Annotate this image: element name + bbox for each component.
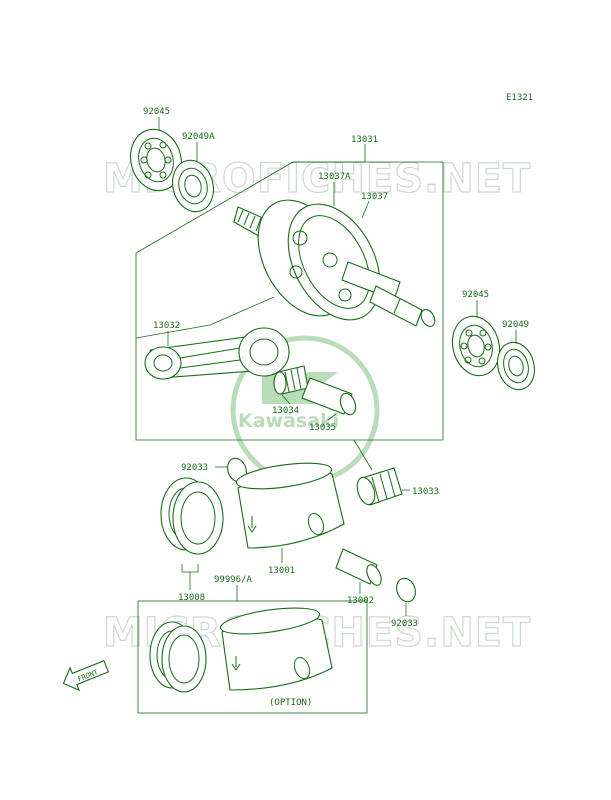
bearing-92045-top xyxy=(130,128,182,192)
piston-rings-13008 xyxy=(160,477,224,555)
front-arrow: FRONT xyxy=(62,659,110,692)
label-13031: 13031 xyxy=(351,135,378,145)
bearing-92045-right xyxy=(451,315,501,377)
label-92045-top: 92045 xyxy=(143,107,170,117)
connecting-rod xyxy=(144,327,290,380)
piston-13001 xyxy=(235,462,345,549)
small-end-bearing-13033 xyxy=(356,467,403,506)
option-label: (OPTION) xyxy=(269,698,312,708)
diagram-code: E1321 xyxy=(506,93,533,103)
label-13002: 13002 xyxy=(347,596,374,606)
needle-bearing-13034 xyxy=(273,365,309,395)
label-13037A: 13037A xyxy=(318,172,351,182)
label-92049: 92049 xyxy=(502,320,529,330)
label-13035: 13035 xyxy=(309,423,336,433)
crankshaft xyxy=(233,199,436,327)
label-13001: 13001 xyxy=(268,566,295,576)
label-13033: 13033 xyxy=(412,487,439,497)
label-92033-top: 92033 xyxy=(181,463,208,473)
crankshaft-frame xyxy=(135,161,444,441)
logo-text: Kawasaki xyxy=(238,410,339,432)
piston-pin-13002 xyxy=(335,548,382,586)
label-92033-bottom: 92033 xyxy=(391,619,418,629)
crank-pin-13035 xyxy=(301,377,357,416)
option-piston xyxy=(219,607,333,691)
option-piston-rings xyxy=(149,621,207,693)
label-13037: 13037 xyxy=(361,192,388,202)
option-box xyxy=(137,600,368,714)
label-13034: 13034 xyxy=(272,406,299,416)
seal-92049 xyxy=(496,341,536,391)
label-13032: 13032 xyxy=(153,321,180,331)
circlip-92033-bottom xyxy=(396,577,416,603)
seal-92049A xyxy=(171,159,215,213)
label-92045-right: 92045 xyxy=(462,290,489,300)
label-99996A: 99996/A xyxy=(214,575,253,585)
label-92049A: 92049A xyxy=(182,132,215,142)
label-13008: 13008 xyxy=(178,593,205,603)
